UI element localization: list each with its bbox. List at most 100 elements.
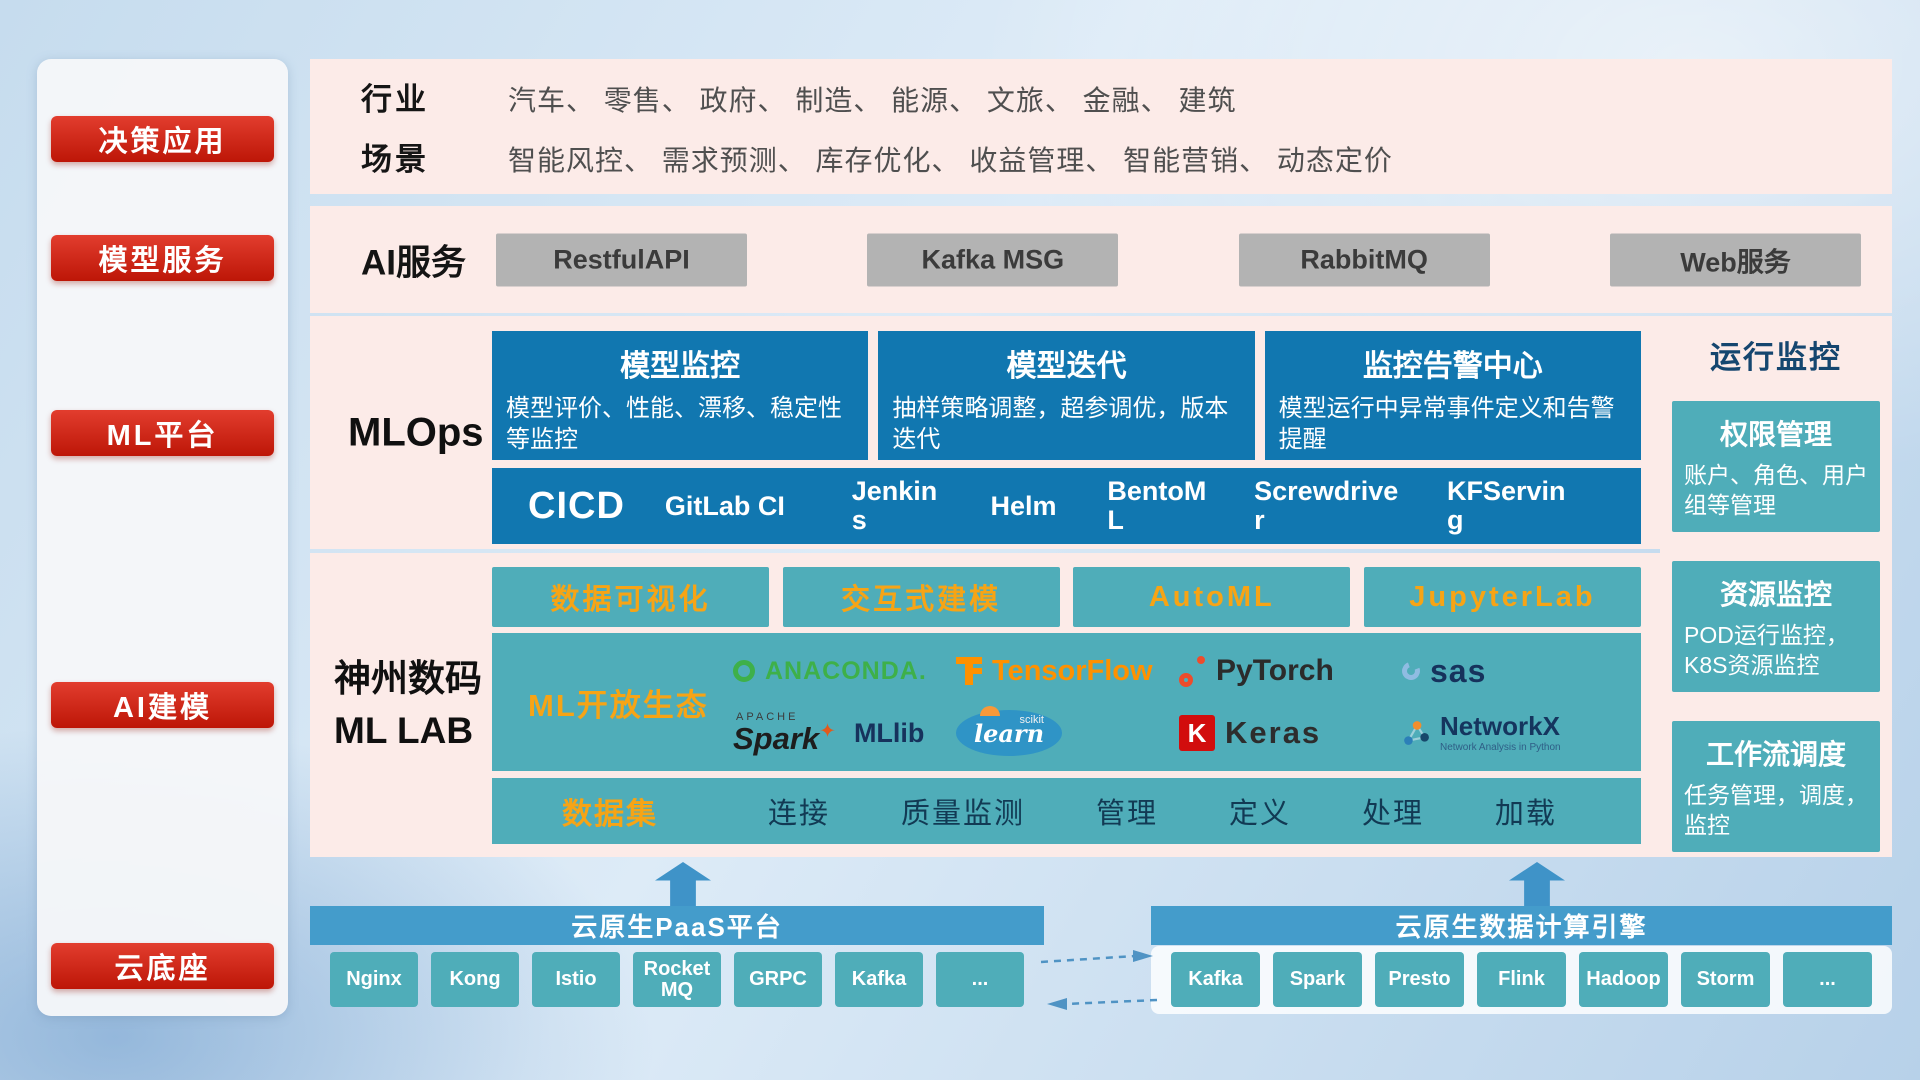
paas-components: Nginx Kong Istio RocketMQ GRPC Kafka ... (310, 952, 1044, 1007)
card-title: 工作流调度 (1705, 739, 1846, 770)
dataset-item-quality: 质量监测 (900, 798, 1025, 830)
scikit-learn-logo: scikit learn (956, 706, 1179, 760)
industry-scene-panel: 行业 汽车、 零售、 政府、 制造、 能源、 文旅、 金融、 建筑 场景 智能风… (310, 59, 1892, 194)
interactive-modeling-button: 交互式建模 (782, 567, 1060, 627)
card-title: 权限管理 (1719, 419, 1832, 450)
ml-ecosystem-label: ML开放生态 (528, 687, 709, 723)
dataset-item-define: 定义 (1228, 798, 1291, 830)
kafka-chip: Kafka (835, 952, 923, 1007)
card-desc: POD运行监控，K8S资源监控 (1684, 622, 1849, 678)
sas-swirl-icon (1399, 659, 1423, 683)
keras-k-icon: K (1179, 715, 1215, 751)
card-title: 模型迭代 (1006, 350, 1127, 383)
networkx-subtitle: Network Analysis in Python (1440, 742, 1561, 754)
keras-logo: K Keras (1179, 706, 1402, 760)
ai-service-buttons: RestfulAPI Kafka MSG RabbitMQ Web服务 (496, 233, 1861, 286)
networkx-wordmark: NetworkX Network Analysis in Python (1440, 711, 1561, 754)
workflow-scheduler-card: 工作流调度 任务管理，调度，监控 (1672, 721, 1880, 852)
dataset-bar: 数据集 连接 质量监测 管理 定义 处理 加载 (492, 778, 1641, 844)
layer-rail: 决策应用 模型服务 ML平台 AI建模 云底座 (37, 59, 288, 1016)
kafka-msg-button: Kafka MSG (867, 233, 1119, 286)
up-arrow-engine-icon (1509, 862, 1565, 906)
mllib-wordmark: MLlib (853, 717, 925, 748)
rail-badge-decision-apps: 决策应用 (51, 116, 274, 162)
scene-value: 智能风控、 需求预测、 库存优化、 收益管理、 智能营销、 动态定价 (508, 145, 1393, 176)
mlops-panel: MLOps 模型监控 模型评价、性能、漂移、稳定性等监控 模型迭代 抽样策略调整… (310, 316, 1660, 549)
runtime-monitor-panel: 运行监控 权限管理 账户、角色、用户组等管理 资源监控 POD运行监控，K8S资… (1660, 316, 1892, 857)
mllab-label-line2: ML LAB (334, 710, 474, 751)
data-exchange-arrows-icon (1040, 950, 1158, 1010)
cicd-item-gitlab-ci: GitLab CI (664, 490, 785, 521)
ml-ecosystem-box: ML开放生态 ANACONDA. TensorFlow PyTorch sas (492, 633, 1641, 771)
card-desc: 模型评价、性能、漂移、稳定性等监控 (506, 395, 842, 454)
anaconda-logo: ANACONDA. (733, 644, 956, 698)
sas-logo: sas (1399, 644, 1625, 698)
spark-wordmark: APACHE Spark✦ (733, 711, 836, 756)
card-title: 监控告警中心 (1362, 350, 1543, 383)
ai-service-panel: AI服务 RestfulAPI Kafka MSG RabbitMQ Web服务 (310, 206, 1892, 313)
automl-button: AutoML (1073, 567, 1351, 627)
hadoop-chip: Hadoop (1579, 952, 1668, 1007)
scene-row: 场景 智能风控、 需求预测、 库存优化、 收益管理、 智能营销、 动态定价 (361, 134, 1892, 179)
more-chip: ... (936, 952, 1024, 1007)
cicd-item-kfserving: KFServing (1446, 476, 1566, 535)
ml-ecosystem-logos: ANACONDA. TensorFlow PyTorch sas APACH (733, 644, 1625, 760)
model-iteration-card: 模型迭代 抽样策略调整，超参调优，版本迭代 (878, 331, 1255, 460)
cicd-item-screwdriver: Screwdriver (1254, 476, 1399, 535)
dataset-item-connect: 连接 (768, 798, 831, 830)
rail-badge-ml-platform: ML平台 (51, 410, 274, 456)
networkx-logo: NetworkX Network Analysis in Python (1402, 706, 1625, 760)
rabbitmq-button: RabbitMQ (1238, 233, 1490, 286)
kafka-chip: Kafka (1171, 952, 1260, 1007)
spark-mllib-logo: APACHE Spark✦ MLlib (733, 706, 956, 760)
anaconda-wordmark: ANACONDA. (765, 656, 927, 685)
grpc-chip: GRPC (734, 952, 822, 1007)
more-chip: ... (1783, 952, 1872, 1007)
card-desc: 模型运行中异常事件定义和告警提醒 (1278, 395, 1615, 454)
pytorch-wordmark: PyTorch (1216, 654, 1334, 687)
cicd-item-jenkins: Jenkins (851, 476, 938, 535)
rocketmq-chip: RocketMQ (633, 952, 721, 1007)
rail-badge-cloud-base: 云底座 (51, 943, 274, 989)
sas-wordmark: sas (1430, 652, 1487, 689)
runtime-monitor-title: 运行监控 (1710, 340, 1842, 375)
dataset-item-process: 处理 (1361, 798, 1424, 830)
flink-chip: Flink (1477, 952, 1566, 1007)
paas-platform-bar: 云原生PaaS平台 (310, 906, 1044, 945)
data-engine-bar: 云原生数据计算引擎 (1151, 906, 1892, 945)
mllab-top-buttons: 数据可视化 交互式建模 AutoML JupyterLab (492, 567, 1641, 627)
mlops-cards: 模型监控 模型评价、性能、漂移、稳定性等监控 模型迭代 抽样策略调整，超参调优，… (492, 331, 1641, 460)
engine-components: Kafka Spark Presto Flink Hadoop Storm ..… (1151, 952, 1892, 1007)
spark-apache-text: APACHE (736, 711, 799, 723)
learn-script-text: learn (973, 718, 1045, 748)
cicd-item-helm: Helm (990, 490, 1057, 521)
spark-star-icon: ✦ (819, 720, 836, 743)
mllab-panel: 神州数码 ML LAB 数据可视化 交互式建模 AutoML JupyterLa… (310, 553, 1660, 857)
pytorch-logo: PyTorch (1179, 644, 1402, 698)
model-monitoring-card: 模型监控 模型评价、性能、漂移、稳定性等监控 (492, 331, 869, 460)
card-title: 资源监控 (1719, 579, 1832, 610)
mllab-label-line1: 神州数码 (334, 658, 482, 700)
alert-center-card: 监控告警中心 模型运行中异常事件定义和告警提醒 (1264, 331, 1641, 460)
ai-service-label: AI服务 (361, 243, 467, 282)
pytorch-flame-icon (1179, 655, 1206, 687)
dataset-items: 连接 质量监测 管理 定义 处理 加载 (768, 790, 1557, 832)
mlops-label: MLOps (348, 410, 484, 454)
cicd-item-bentoml: BentoML (1107, 476, 1207, 535)
cicd-bar: CICD GitLab CI Jenkins Helm BentoML Scre… (492, 468, 1641, 544)
storm-chip: Storm (1681, 952, 1770, 1007)
mllab-label: 神州数码 ML LAB (334, 653, 482, 757)
cicd-label: CICD (528, 484, 625, 527)
card-title: 模型监控 (620, 350, 741, 383)
resource-monitor-card: 资源监控 POD运行监控，K8S资源监控 (1672, 561, 1880, 692)
scikit-small-text: scikit (1019, 714, 1044, 726)
anaconda-icon (733, 660, 755, 682)
industry-label: 行业 (361, 82, 429, 117)
tensorflow-logo: TensorFlow (956, 644, 1179, 698)
dataset-item-load: 加载 (1494, 798, 1557, 830)
permission-mgmt-card: 权限管理 账户、角色、用户组等管理 (1672, 401, 1880, 532)
card-desc: 抽样策略调整，超参调优，版本迭代 (892, 395, 1229, 454)
tensorflow-icon (956, 657, 982, 685)
restfulapi-button: RestfulAPI (496, 233, 747, 286)
